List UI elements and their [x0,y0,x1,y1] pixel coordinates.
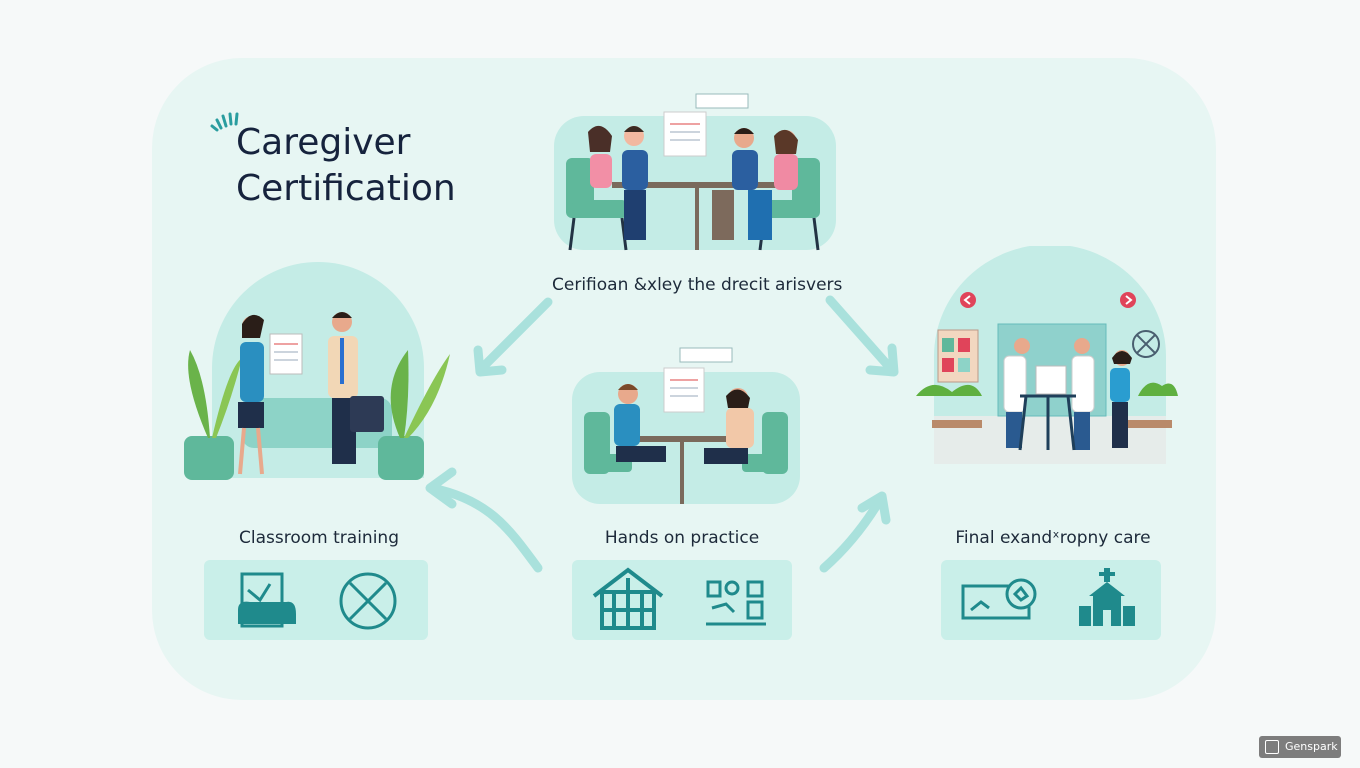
watermark-icon [1265,740,1279,754]
label-middle-step: Hands on practice [604,528,760,548]
title-line-1: Caregiver [236,122,411,163]
arrow-top-to-left [475,297,553,375]
meeting-illustration [554,93,836,251]
classroom-illustration [184,262,450,480]
left-icon-box [204,560,428,640]
right-icon-box [941,560,1161,640]
middle-icon-box [572,560,792,640]
arrow-top-to-right [825,295,897,375]
watermark-text: Genspark [1285,740,1338,753]
tools-panel-icon [706,580,766,626]
title-accent-icon [210,112,239,132]
exam-illustration [916,246,1178,464]
page-title: Caregiver Certification [236,120,456,212]
x-circle-icon [339,572,397,630]
monitor-flask-icon [961,578,1037,620]
house-frame-icon [592,567,664,630]
label-left-step: Classroom training [239,528,399,548]
hospital-icon [1079,568,1135,626]
arrow-middle-to-left [427,483,543,573]
label-right-step: Final exandˣropny care [955,528,1151,548]
watermark-badge: Genspark [1259,736,1341,758]
title-line-2: Certification [236,168,456,209]
practice-illustration [572,347,800,504]
arrow-middle-to-right [819,495,885,573]
book-armchair-icon [238,572,296,628]
label-top-step: Cerifioan &xley the drecit arisvers [552,275,843,295]
